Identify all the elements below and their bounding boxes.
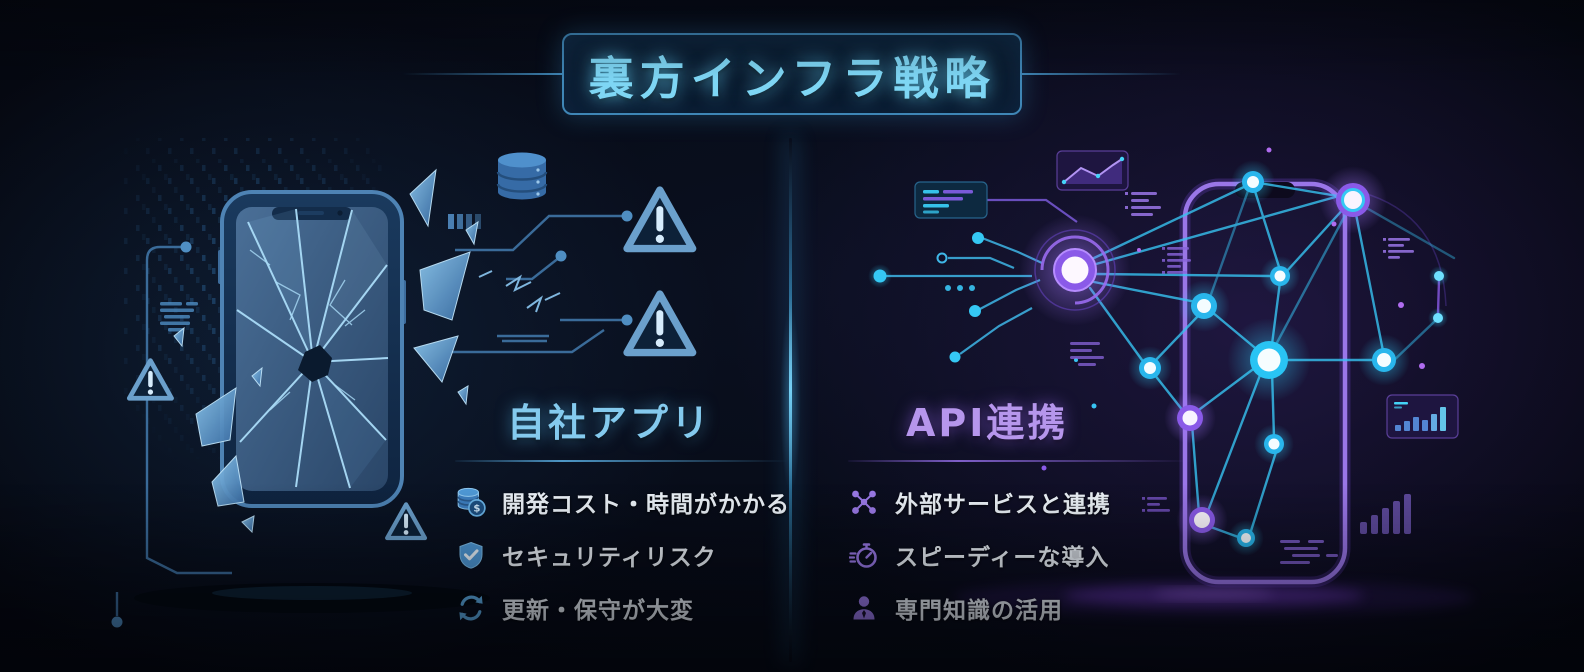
broken-phone-icon [218, 190, 406, 508]
title-accent-line-right [1022, 73, 1182, 75]
text-lines-c [1070, 342, 1104, 366]
text-lines-a [1125, 192, 1161, 216]
glass-shards [173, 168, 479, 534]
right-illustration [868, 147, 1474, 616]
network-icon [848, 486, 880, 518]
phone-shadow [134, 583, 490, 613]
database-icon [496, 152, 548, 200]
text-lines-e [1280, 540, 1338, 564]
dollar-glyph: $ [473, 504, 480, 515]
circuit-traces [115, 214, 622, 616]
circuit-feeders [885, 191, 1447, 355]
bar-chart-card [1386, 394, 1459, 439]
own-app-heading: 自社アプリ [507, 401, 713, 445]
list-item-label: 専門知識の活用 [895, 598, 1063, 624]
crack-sparks [478, 270, 561, 313]
api-heading: API連携 [906, 401, 1069, 445]
page-title: 裏方インフラ戦略 [588, 51, 996, 105]
list-item: セキュリティリスク [455, 539, 790, 571]
api-section: API連携 外部サービスと連携 [848, 392, 1193, 645]
shield-check-icon [455, 539, 487, 571]
screen-cracks [236, 208, 389, 489]
list-item-label: 更新・保守が大変 [502, 598, 694, 624]
refresh-icon [455, 592, 487, 624]
text-lines-d [1142, 497, 1170, 512]
list-item: 更新・保守が大変 [455, 592, 790, 624]
feeder-dots [868, 232, 984, 363]
list-item-label: 開発コスト・時間がかかる [502, 492, 790, 518]
center-divider [780, 138, 801, 662]
list-item-label: 外部サービスと連携 [895, 492, 1111, 518]
network-nodes [1041, 147, 1449, 556]
title-accent-line-left [402, 73, 562, 75]
api-list: 外部サービスと連携 スピーディーな導入 [848, 486, 1193, 624]
own-app-section: 自社アプリ $ 開発コスト・時間がかかる [455, 392, 790, 645]
coins-icon: $ [455, 486, 487, 518]
text-lines-f [1383, 238, 1414, 259]
left-illustration [111, 138, 790, 628]
list-item: $ 開発コスト・時間がかかる [455, 486, 790, 518]
hub-node [1019, 214, 1131, 326]
list-item: 専門知識の活用 [848, 592, 1193, 624]
text-lines-b [1162, 247, 1191, 274]
expert-person-icon [848, 592, 880, 624]
list-item: 外部サービスと連携 [848, 486, 1193, 518]
api-underline [848, 460, 1193, 462]
trace-dots [111, 210, 633, 628]
list-item-label: スピーディーな導入 [895, 545, 1110, 571]
list-item: スピーディーな導入 [848, 539, 1193, 571]
ground-glow [954, 580, 1474, 616]
line-chart-card [1056, 150, 1129, 191]
code-lines [160, 302, 198, 332]
data-card [914, 181, 988, 219]
own-app-underline [455, 460, 790, 462]
stopwatch-icon [848, 539, 880, 571]
signal-bars-icon [1360, 494, 1411, 534]
title-banner: 裏方インフラ戦略 [402, 33, 1182, 115]
own-app-list: $ 開発コスト・時間がかかる セキュリティリスク [455, 486, 790, 624]
list-item-label: セキュリティリスク [502, 545, 717, 571]
